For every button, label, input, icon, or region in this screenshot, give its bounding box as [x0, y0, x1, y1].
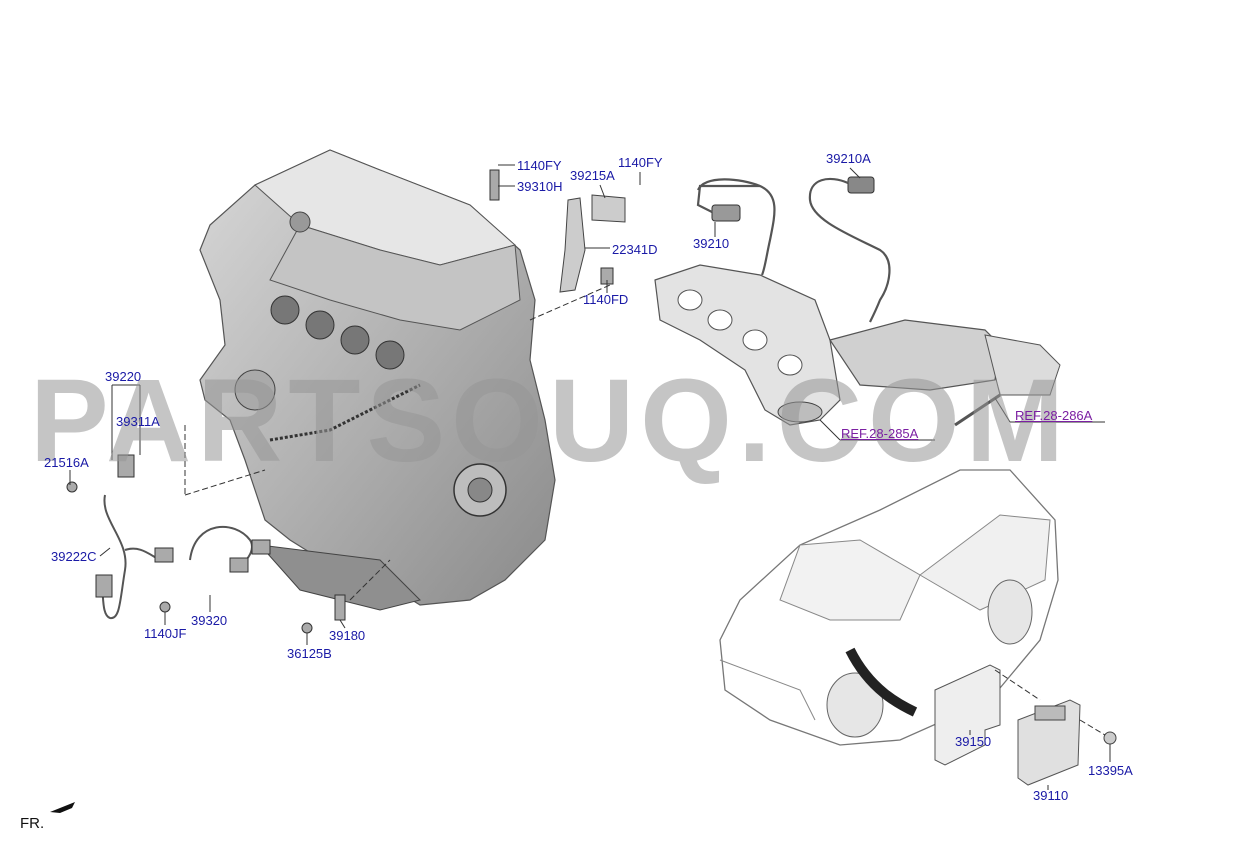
exhaust-manifold-illustration: [654, 264, 1061, 427]
part-label-36125B[interactable]: 36125B: [287, 646, 332, 661]
part-label-22341D[interactable]: 22341D: [612, 242, 658, 257]
knock-sensor-harness-illustration: [66, 454, 346, 634]
part-label-39215A[interactable]: 39215A: [570, 168, 615, 183]
front-direction-arrow-icon: [50, 802, 75, 813]
bracket-illustration: [489, 169, 626, 293]
ecu-illustration: [934, 664, 1117, 786]
part-label-39210A[interactable]: 39210A: [826, 151, 871, 166]
part-label-13395A[interactable]: 13395A: [1088, 763, 1133, 778]
part-label-1140FY-right[interactable]: 1140FY: [618, 155, 663, 170]
front-direction-label: FR.: [20, 815, 45, 832]
part-label-39150[interactable]: 39150: [955, 734, 992, 749]
oxygen-sensor-39210-illustration: [696, 178, 776, 276]
vehicle-illustration: [719, 469, 1059, 746]
ref-link-28-285A[interactable]: REF.28-285A: [841, 426, 919, 441]
part-label-39180[interactable]: 39180: [329, 628, 366, 643]
part-label-39210[interactable]: 39210: [693, 236, 730, 251]
ref-link-28-286A[interactable]: REF.28-286A: [1015, 408, 1093, 423]
part-label-1140FY-top[interactable]: 1140FY: [517, 158, 562, 173]
leader-lines: [69, 164, 1111, 790]
part-label-39110[interactable]: 39110: [1033, 788, 1069, 803]
part-label-39320[interactable]: 39320: [191, 613, 228, 628]
part-label-21516A[interactable]: 21516A: [44, 455, 89, 470]
part-label-1140JF[interactable]: 1140JF: [144, 626, 187, 641]
part-label-1140FD[interactable]: 1140FD: [583, 292, 629, 307]
part-label-39311A[interactable]: 39311A: [116, 414, 160, 429]
part-label-39222C[interactable]: 39222C: [51, 549, 97, 564]
part-label-39310H[interactable]: 39310H: [517, 179, 563, 194]
engine-block-illustration: [199, 149, 556, 611]
oxygen-sensor-39210A-illustration: [808, 176, 891, 323]
part-label-39220[interactable]: 39220: [105, 369, 142, 384]
